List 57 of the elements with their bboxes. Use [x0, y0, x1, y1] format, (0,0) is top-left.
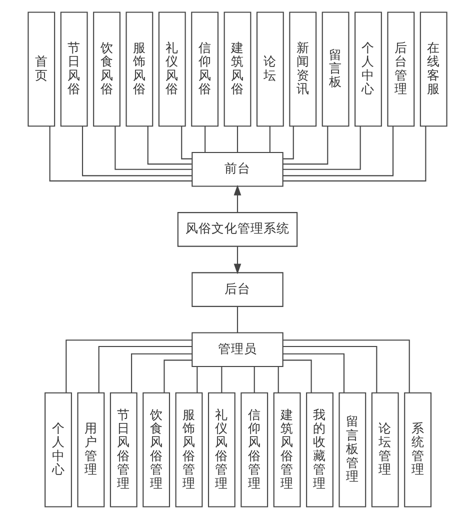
connector — [277, 366, 278, 393]
connector — [48, 126, 192, 182]
node-box: 管理员 — [191, 332, 283, 368]
node-box: 系统管理 — [404, 392, 431, 508]
node-box: 我的收藏管理 — [306, 392, 333, 508]
node-box: 留言板 — [321, 12, 349, 127]
connector — [282, 126, 360, 170]
node-box: 用户管理 — [76, 392, 104, 508]
connector — [282, 360, 312, 393]
connector — [253, 366, 254, 393]
connector — [268, 126, 270, 152]
node-box: 信仰风俗管理 — [240, 392, 268, 508]
node-box: 新闻资讯 — [288, 12, 316, 127]
connector — [114, 126, 192, 170]
connector — [236, 306, 238, 333]
connector — [282, 346, 377, 393]
arrow — [233, 246, 241, 274]
node-box: 节日风俗管理 — [109, 392, 137, 508]
connector — [282, 126, 426, 182]
node-box: 论坛 — [256, 12, 284, 127]
arrow — [233, 184, 241, 213]
connector — [180, 126, 192, 160]
node-box: 服饰风俗管理 — [174, 392, 202, 508]
connector — [204, 126, 206, 152]
node-box: 后台 — [191, 272, 283, 307]
connector — [282, 126, 294, 160]
connector — [196, 366, 198, 393]
connector — [282, 126, 328, 165]
node-box: 服饰风俗 — [125, 12, 153, 127]
connector — [146, 126, 192, 165]
connector — [98, 346, 192, 393]
node-box: 后台管理 — [386, 12, 414, 127]
connector — [81, 126, 192, 176]
connector — [65, 340, 192, 393]
node-box: 信仰风俗 — [190, 12, 218, 127]
node-box: 个人中心 — [44, 392, 72, 508]
node-box: 首页 — [27, 12, 55, 127]
node-box: 饮食风俗 — [92, 12, 120, 127]
node-box: 风俗文化管理系统 — [176, 212, 298, 247]
node-box: 论坛管理 — [370, 392, 398, 508]
connector — [163, 360, 192, 393]
node-box: 饮食风俗管理 — [142, 392, 170, 508]
node-box: 建筑风俗 — [223, 12, 251, 127]
node-box: 留言板管理 — [338, 392, 366, 508]
node-box: 礼仪风俗 — [158, 12, 186, 127]
node-box: 个人中心 — [354, 12, 382, 127]
connector — [282, 340, 410, 393]
connector — [130, 353, 192, 393]
connector — [282, 353, 344, 393]
node-box: 节日风俗 — [60, 12, 88, 127]
connector — [282, 126, 394, 176]
node-box: 前台 — [191, 152, 283, 187]
connector — [220, 366, 222, 393]
node-box: 礼仪风俗管理 — [207, 392, 235, 508]
connector — [236, 126, 238, 152]
node-box: 建筑风俗管理 — [272, 392, 300, 508]
node-box: 在线客服 — [419, 12, 447, 127]
